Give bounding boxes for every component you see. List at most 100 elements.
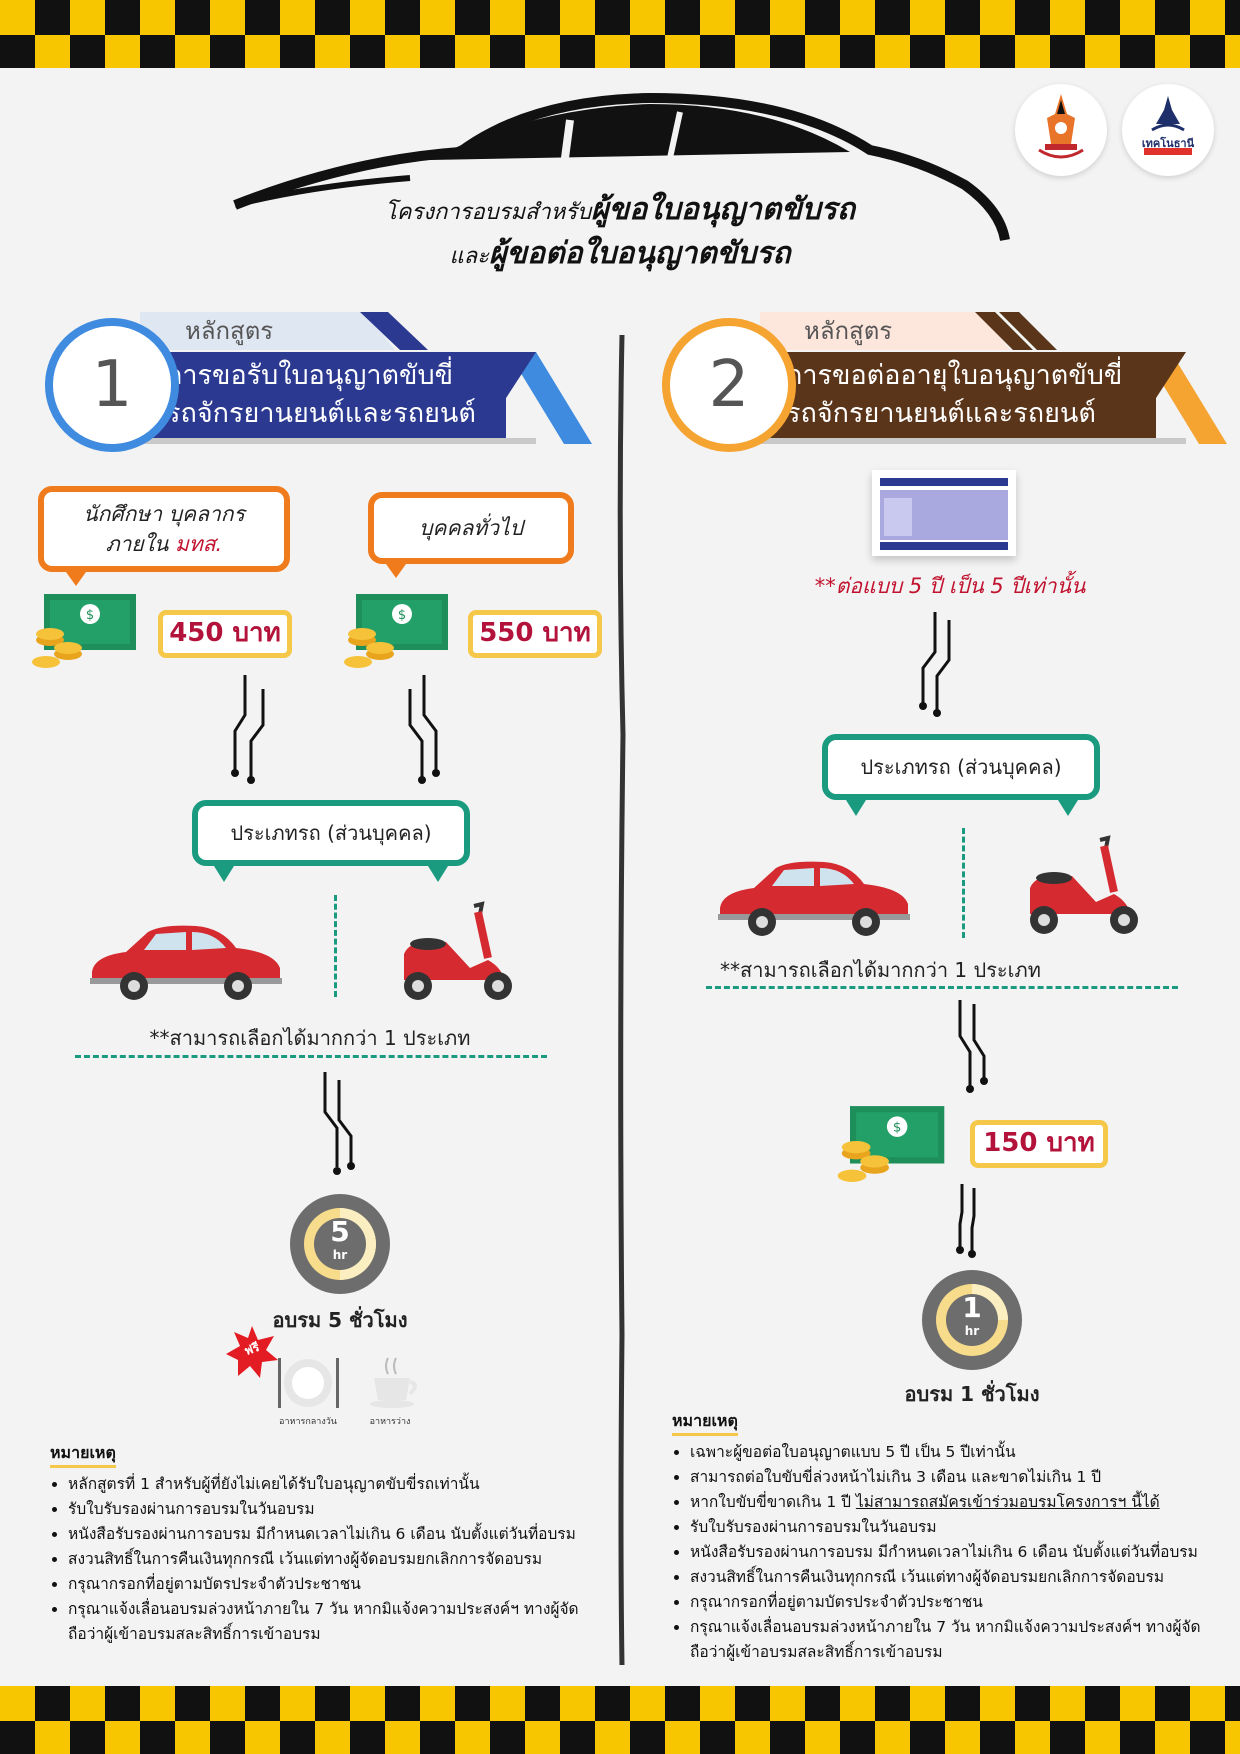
page-title-line1: โครงการอบรมสำหรับผู้ขอใบอนุญาตขับรถ	[0, 186, 1240, 233]
price-renewal: 150 บาท	[970, 1120, 1108, 1168]
course2-title-line2: รถจักรยานยนต์และรถยนต์	[786, 398, 1096, 429]
course1-title-line1: การขอรับใบอนุญาตขับขี่	[166, 360, 454, 391]
course2-title-line1: การขอต่ออายุใบอนุญาตขับขี่	[786, 360, 1123, 391]
choose-note-2: **สามารถเลือกได้มากกว่า 1 ประเภท	[720, 958, 1041, 982]
course1-band-shadow	[140, 438, 536, 444]
university-seal-logo	[1015, 84, 1107, 176]
remark-item: หากใบขับขี่ขาดเกิน 1 ปี ไม่สามารถสมัครเข…	[690, 1490, 1212, 1515]
connector-icon	[919, 612, 951, 717]
price-public: 550 บาท	[468, 610, 602, 658]
car-icon	[90, 925, 282, 1000]
audience-students-bubble: นักศึกษา บุคลากร ภายใน มทส.	[38, 486, 290, 572]
plate-icon	[278, 1358, 339, 1408]
remarks-title: หมายเหตุ	[50, 1440, 116, 1468]
vehicle-divider	[962, 828, 965, 938]
vehicle-type-label: ประเภทรถ (ส่วนบุคคล)	[230, 821, 432, 845]
car-silhouette-icon	[233, 92, 1010, 242]
remark-item: กรุณากรอกที่อยู่ตามบัตรประจำตัวประชาชน	[68, 1572, 610, 1597]
duration-label-1: อบรม 5 ชั่วโมง	[272, 1308, 408, 1332]
audience-public-label: บุคคลทั่วไป	[419, 516, 523, 540]
course1-remarks: หมายเหตุ หลักสูตรที่ 1 สำหรับผู้ที่ยังไม…	[50, 1440, 610, 1647]
checkered-border-bottom	[0, 1686, 1240, 1754]
bubble-tail	[846, 800, 866, 816]
course2-band-slant	[1130, 352, 1186, 438]
course1-kicker-band	[140, 312, 370, 350]
course2-number: 2	[708, 348, 750, 422]
vehicle-divider	[334, 895, 337, 997]
clock-unit: hr	[332, 1248, 348, 1262]
technopolis-logo: เทคโนธานี	[1122, 84, 1214, 176]
snack-label: อาหารว่าง	[369, 1417, 411, 1427]
money-icon: $	[344, 594, 448, 668]
course1-title-line2: รถจักรยานยนต์และรถยนต์	[166, 398, 476, 429]
page-title-line2: และผู้ขอต่อใบอนุญาตขับรถ	[0, 230, 1240, 277]
title-prefix: และ	[449, 244, 489, 269]
connector-icon	[323, 1072, 355, 1175]
scooter-icon	[404, 901, 512, 1000]
money-icon: $	[32, 594, 136, 668]
center-divider	[617, 335, 626, 1665]
remark-prefix: หากใบขับขี่ขาดเกิน 1 ปี	[690, 1493, 856, 1511]
remark-item: กรุณาแจ้งเลื่อนอบรมล่วงหน้าภายใน 7 วัน ห…	[68, 1597, 610, 1647]
coffee-cup-icon	[370, 1357, 417, 1408]
course2-kicker: หลักสูตร	[804, 317, 893, 345]
course2-kicker-band	[760, 312, 980, 350]
svg-text:$: $	[893, 1121, 901, 1136]
price-students: 450 บาท	[158, 610, 292, 658]
course1-title-band: การขอรับใบอนุญาตขับขี่ รถจักรยานยนต์และร…	[140, 352, 506, 443]
course1-number: 1	[91, 348, 133, 422]
connector-icon	[958, 1000, 988, 1093]
bubble-tail	[428, 866, 448, 882]
svg-text:$: $	[398, 608, 406, 623]
clock-unit: hr	[964, 1324, 980, 1338]
audience-students-line1: นักศึกษา บุคลากร	[83, 502, 245, 526]
course2-remarks: หมายเหตุ เฉพาะผู้ขอต่อใบอนุญาตแบบ 5 ปี เ…	[672, 1408, 1212, 1665]
clock-icon	[922, 1270, 1022, 1370]
course1-band-slant	[480, 352, 536, 438]
bubble-tail	[386, 564, 406, 578]
duration-label-2: อบรม 1 ชั่วโมง	[904, 1382, 1040, 1406]
remark-underlined: ไม่สามารถสมัครเข้าร่วมอบรมโครงการฯ นี้ได…	[855, 1493, 1160, 1511]
choose-note-1: **สามารถเลือกได้มากกว่า 1 ประเภท	[149, 1026, 471, 1050]
vehicle-type-label: ประเภทรถ (ส่วนบุคคล)	[860, 755, 1062, 779]
svg-text:$: $	[86, 608, 94, 623]
connector-icon	[408, 675, 440, 784]
vehicle-type-bubble-2: ประเภทรถ (ส่วนบุคคล)	[822, 734, 1100, 800]
remark-item: หลักสูตรที่ 1 สำหรับผู้ที่ยังไม่เคยได้รั…	[68, 1472, 610, 1497]
connector-icon	[231, 675, 265, 784]
money-icon: $	[837, 1106, 945, 1182]
audience-emphasis: มทส.	[175, 532, 223, 556]
remark-item: รับใบรับรองผ่านการอบรมในวันอบรม	[68, 1497, 610, 1522]
remark-item: รับใบรับรองผ่านการอบรมในวันอบรม	[690, 1515, 1212, 1540]
car-icon	[718, 861, 910, 936]
title-emphasis: ผู้ขอต่อใบอนุญาตขับรถ	[488, 236, 791, 271]
audience-public-bubble: บุคคลทั่วไป	[368, 492, 574, 564]
free-star-badge	[226, 1326, 278, 1378]
connector-icon	[956, 1184, 976, 1258]
lunch-label: อาหารกลางวัน	[279, 1417, 337, 1427]
remark-item: กรุณากรอกที่อยู่ตามบัตรประจำตัวประชาชน	[690, 1590, 1212, 1615]
dashed-divider	[706, 986, 1178, 989]
course2-number-badge: 2	[662, 318, 796, 452]
scooter-icon	[1030, 835, 1138, 934]
course1-kicker: หลักสูตร	[185, 317, 274, 345]
logo-text: เทคโนธานี	[1141, 137, 1195, 150]
audience-prefix: ภายใน	[105, 532, 176, 556]
remark-item: หนังสือรับรองผ่านการอบรม มีกำหนดเวลาไม่เ…	[68, 1522, 610, 1547]
clock-value: 5	[330, 1215, 350, 1248]
clock-value: 1	[962, 1291, 982, 1324]
license-card-icon	[872, 470, 1016, 556]
remarks-title: หมายเหตุ	[672, 1408, 738, 1436]
remark-item: กรุณาแจ้งเลื่อนอบรมล่วงหน้าภายใน 7 วัน ห…	[690, 1615, 1212, 1665]
bubble-tail	[214, 866, 234, 882]
course1-number-badge: 1	[45, 318, 179, 452]
audience-students-line2: ภายใน มทส.	[106, 529, 222, 559]
remark-item: เฉพาะผู้ขอต่อใบอนุญาตแบบ 5 ปี เป็น 5 ปีเ…	[690, 1440, 1212, 1465]
dashed-divider	[75, 1055, 547, 1058]
bubble-tail	[66, 572, 86, 586]
remark-item: สามารถต่อใบขับขี่ล่วงหน้าไม่เกิน 3 เดือน…	[690, 1465, 1212, 1490]
title-prefix: โครงการอบรมสำหรับ	[384, 200, 592, 225]
renewal-note: **ต่อแบบ 5 ปี เป็น 5 ปีเท่านั้น	[814, 574, 1086, 598]
course2-band-shadow	[760, 438, 1186, 444]
clock-icon	[290, 1194, 390, 1294]
